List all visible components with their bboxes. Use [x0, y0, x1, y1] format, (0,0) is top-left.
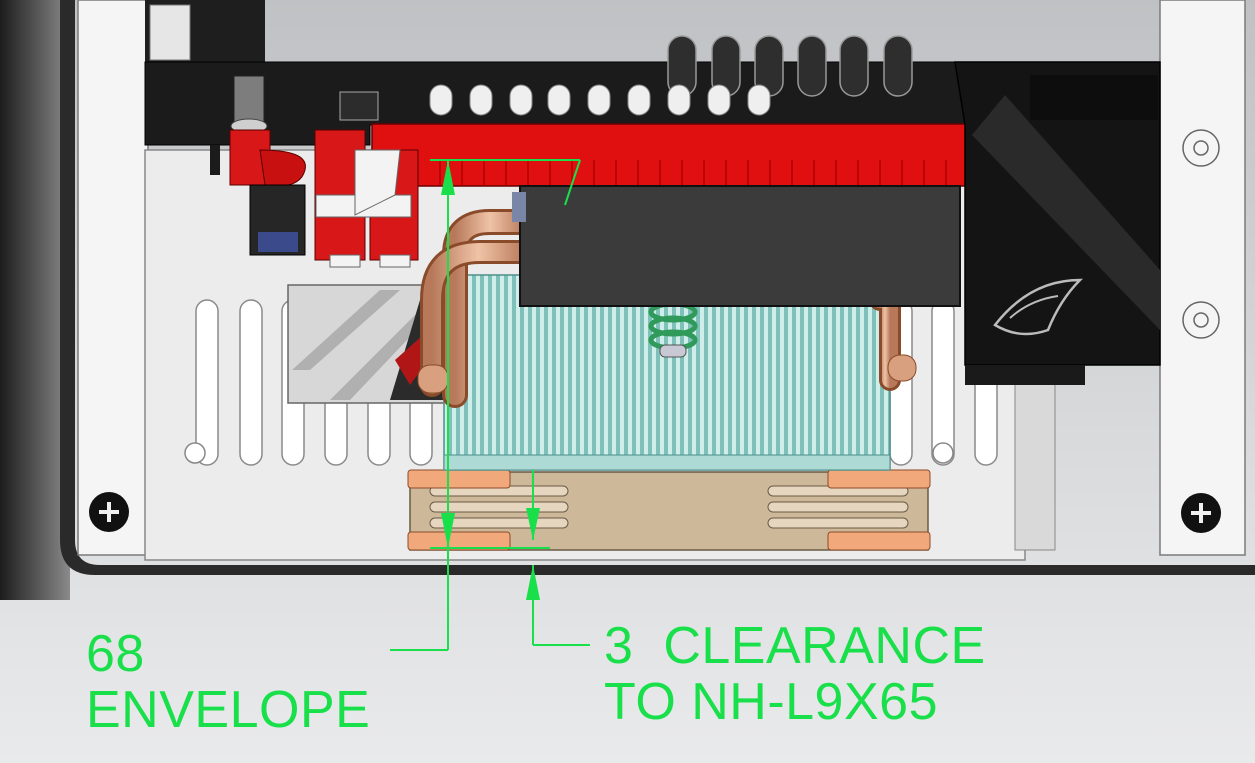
- standoff: [230, 75, 268, 134]
- case-shadow-left: [0, 0, 70, 600]
- cooler-fan: [407, 469, 931, 551]
- cooler-heatsink: [443, 274, 891, 471]
- envelope-label: 68 ENVELOPE: [86, 626, 370, 738]
- envelope-value: 68: [86, 625, 145, 683]
- gpu-card: [512, 185, 961, 307]
- pcie-slot: [371, 123, 969, 187]
- envelope-text: ENVELOPE: [86, 681, 371, 739]
- rog-logo-icon: [993, 278, 1084, 336]
- dimension-arrows: [441, 160, 540, 600]
- clearance-line2: TO NH-L9X65: [604, 673, 939, 731]
- screw-icon: [89, 492, 129, 532]
- red-connectors: [229, 129, 419, 268]
- clearance-label: 3 CLEARANCE TO NH-L9X65: [604, 618, 986, 730]
- clearance-line1: CLEARANCE: [663, 617, 986, 675]
- clearance-value: 3: [604, 617, 634, 675]
- grommet: [1182, 129, 1220, 339]
- screw-icon: [1181, 493, 1221, 533]
- gpu-bracket: [954, 61, 1161, 385]
